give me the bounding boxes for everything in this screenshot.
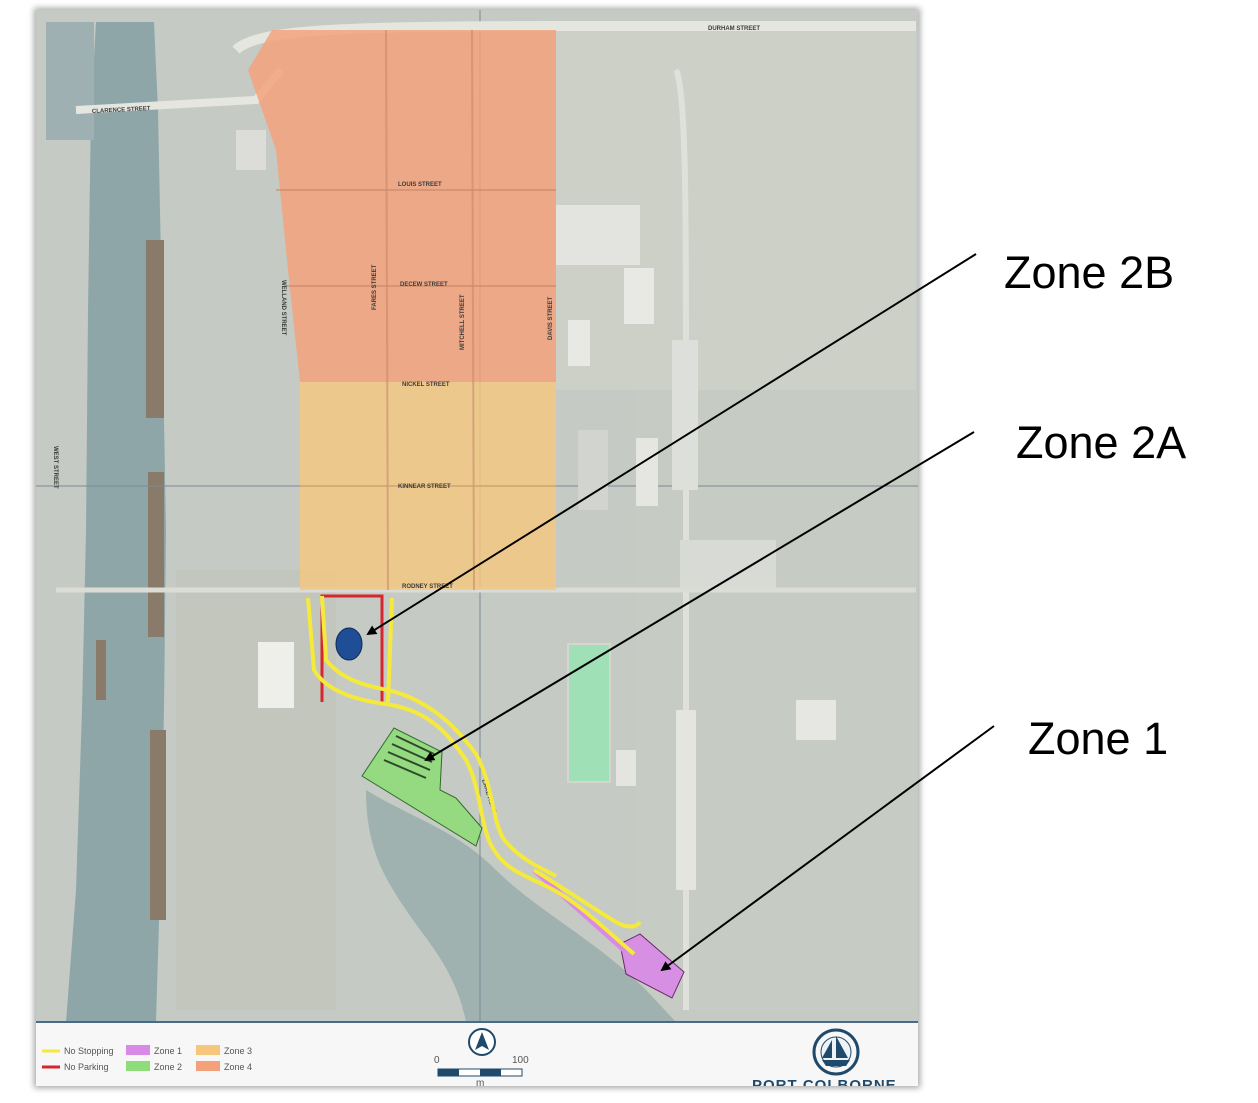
building	[636, 438, 658, 506]
no-parking-boundary	[320, 594, 384, 702]
building	[672, 340, 698, 490]
building	[236, 130, 266, 170]
ship	[146, 240, 164, 418]
legend: No Stopping No Parking Zone 1 Zone 2 Zon…	[42, 1045, 252, 1072]
zone-2b-marker	[335, 627, 363, 661]
legend-label-zone-3: Zone 3	[224, 1046, 252, 1056]
building	[568, 320, 590, 366]
north-arrow-icon	[468, 1028, 496, 1056]
zone-4-area	[248, 30, 556, 382]
street-label-rodney: RODNEY STREET	[402, 584, 453, 590]
ship-wheel-logo-icon	[812, 1028, 860, 1076]
street-label-welland: WELLAND STREET	[280, 280, 286, 336]
legend-swatch-zone-3	[196, 1045, 220, 1055]
legend-label-zone-4: Zone 4	[224, 1062, 252, 1072]
road	[232, 21, 916, 54]
street-label-kinnear: KINNEAR STREET	[398, 484, 451, 490]
legend-label-no-stopping: No Stopping	[64, 1046, 114, 1056]
callout-zone-2a: Zone 2A	[1016, 417, 1187, 468]
street-label-mitchell: MITCHELL STREET	[460, 294, 466, 350]
callout-zone-2b: Zone 2B	[1004, 247, 1175, 298]
map-frame: DURHAM STREET CLARENCE STREET LOUIS STRE…	[36, 10, 918, 1086]
welland-canal	[66, 22, 166, 1022]
land-patch	[636, 390, 916, 1010]
pond	[567, 643, 611, 783]
ship	[150, 730, 166, 920]
scale-unit-label: m	[476, 1078, 484, 1086]
legend-swatch-zone-2	[126, 1061, 150, 1071]
zone-1-area	[619, 933, 685, 999]
legend-label-zone-1: Zone 1	[154, 1046, 182, 1056]
street-label-fares: FARES STREET	[372, 264, 378, 310]
street-line	[471, 29, 475, 591]
callout-zone-1: Zone 1	[1028, 713, 1169, 764]
brand-name: PORT COLBORNE	[752, 1077, 897, 1086]
no-stopping-line	[532, 868, 642, 929]
ship	[96, 640, 106, 700]
leader-zone-2a	[424, 431, 975, 762]
no-stopping-line	[306, 597, 636, 956]
building	[578, 430, 608, 510]
zone-2-area	[361, 727, 483, 847]
scale-start-label: 0	[434, 1055, 440, 1066]
land-patch	[176, 570, 336, 1010]
street-label-davis: DAVIS STREET	[548, 296, 554, 340]
street-label-west: WEST STREET	[52, 446, 58, 489]
ship	[148, 472, 164, 637]
street-label-decew: DECEW STREET	[400, 282, 448, 288]
legend-label-no-parking: No Parking	[64, 1062, 109, 1072]
building	[796, 700, 836, 740]
scale-end-label: 100	[512, 1055, 529, 1066]
no-stopping-line	[386, 597, 394, 703]
building	[676, 710, 696, 890]
street-label-durham: DURHAM STREET	[708, 26, 760, 32]
zone-1-road-segment	[532, 868, 628, 954]
building	[556, 205, 640, 265]
legend-swatch-zone-4	[196, 1061, 220, 1071]
parking-zone-map: DURHAM STREET CLARENCE STREET LOUIS STRE…	[36, 10, 918, 1086]
building	[624, 268, 654, 324]
street-label-nickel: NICKEL STREET	[402, 382, 450, 388]
building	[616, 750, 636, 786]
street-label-louis: LOUIS STREET	[398, 182, 442, 188]
building	[258, 642, 294, 708]
road	[673, 68, 689, 1010]
leader-zone-1	[660, 725, 995, 972]
legend-swatch-zone-1	[126, 1045, 150, 1055]
legend-label-zone-2: Zone 2	[154, 1062, 182, 1072]
river	[366, 790, 676, 1022]
street-label-clarence: CLARENCE STREET	[92, 106, 151, 115]
scale-bar: 0 100 m	[434, 1055, 529, 1086]
leader-zone-2b	[366, 253, 977, 636]
street-line	[385, 29, 389, 591]
no-stopping-line	[320, 595, 557, 878]
